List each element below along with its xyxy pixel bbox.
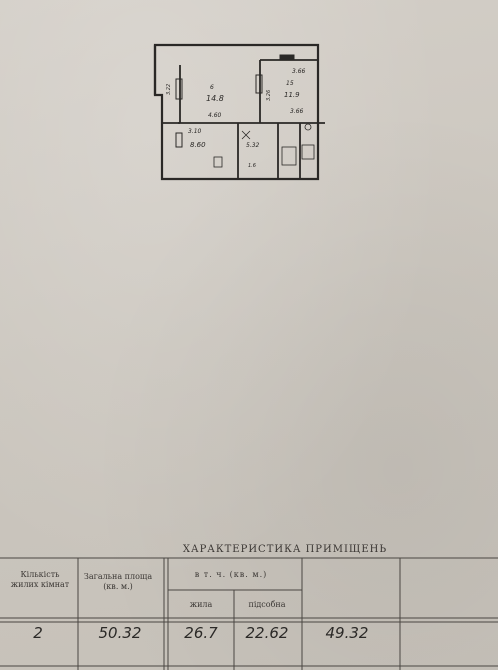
table-grid — [0, 557, 498, 670]
characteristics-table: ХАРАКТЕРИСТИКА ПРИМІЩЕНЬ Кількість жилих… — [0, 538, 498, 670]
floor-plan: 6 14.8 4.60 3.22 3.66 15 11.9 3.66 3.26 … — [150, 35, 340, 185]
room4-area: 5.32 — [246, 142, 260, 149]
including-header: в т. ч. (кв. м.) — [194, 570, 268, 579]
room4-dim: 1.6 — [248, 163, 256, 169]
room3-dim: 3.10 — [188, 128, 202, 135]
room2-area: 11.9 — [284, 91, 300, 99]
table-title: ХАРАКТЕРИСТИКА ПРИМІЩЕНЬ — [182, 544, 388, 555]
living-area-header: жила — [189, 600, 213, 609]
room2-top: 3.66 — [292, 68, 306, 75]
total-area-value: 50.32 — [98, 624, 142, 642]
room1-number: 6 — [210, 84, 214, 91]
room2-side: 3.26 — [266, 90, 272, 101]
living-area-value: 26.7 — [184, 624, 218, 642]
room3-area: 8.60 — [190, 141, 206, 149]
room2-number: 15 — [286, 80, 294, 87]
room2-bottom: 3.66 — [290, 108, 304, 115]
room1-side: 3.22 — [166, 84, 172, 95]
extra-area-value: 49.32 — [325, 624, 369, 642]
room1-area: 14.8 — [206, 94, 224, 103]
auxiliary-area-value: 22.62 — [245, 624, 289, 642]
rooms-header: Кількість жилих кімнат — [10, 570, 70, 589]
rooms-value: 2 — [33, 624, 43, 642]
room1-width: 4.60 — [208, 112, 222, 119]
total-area-header: Загальна площа (кв. м.) — [83, 572, 153, 591]
floor-plan-drawing: 6 14.8 4.60 3.22 3.66 15 11.9 3.66 3.26 … — [153, 43, 325, 181]
auxiliary-area-header: підсобна — [248, 600, 286, 609]
